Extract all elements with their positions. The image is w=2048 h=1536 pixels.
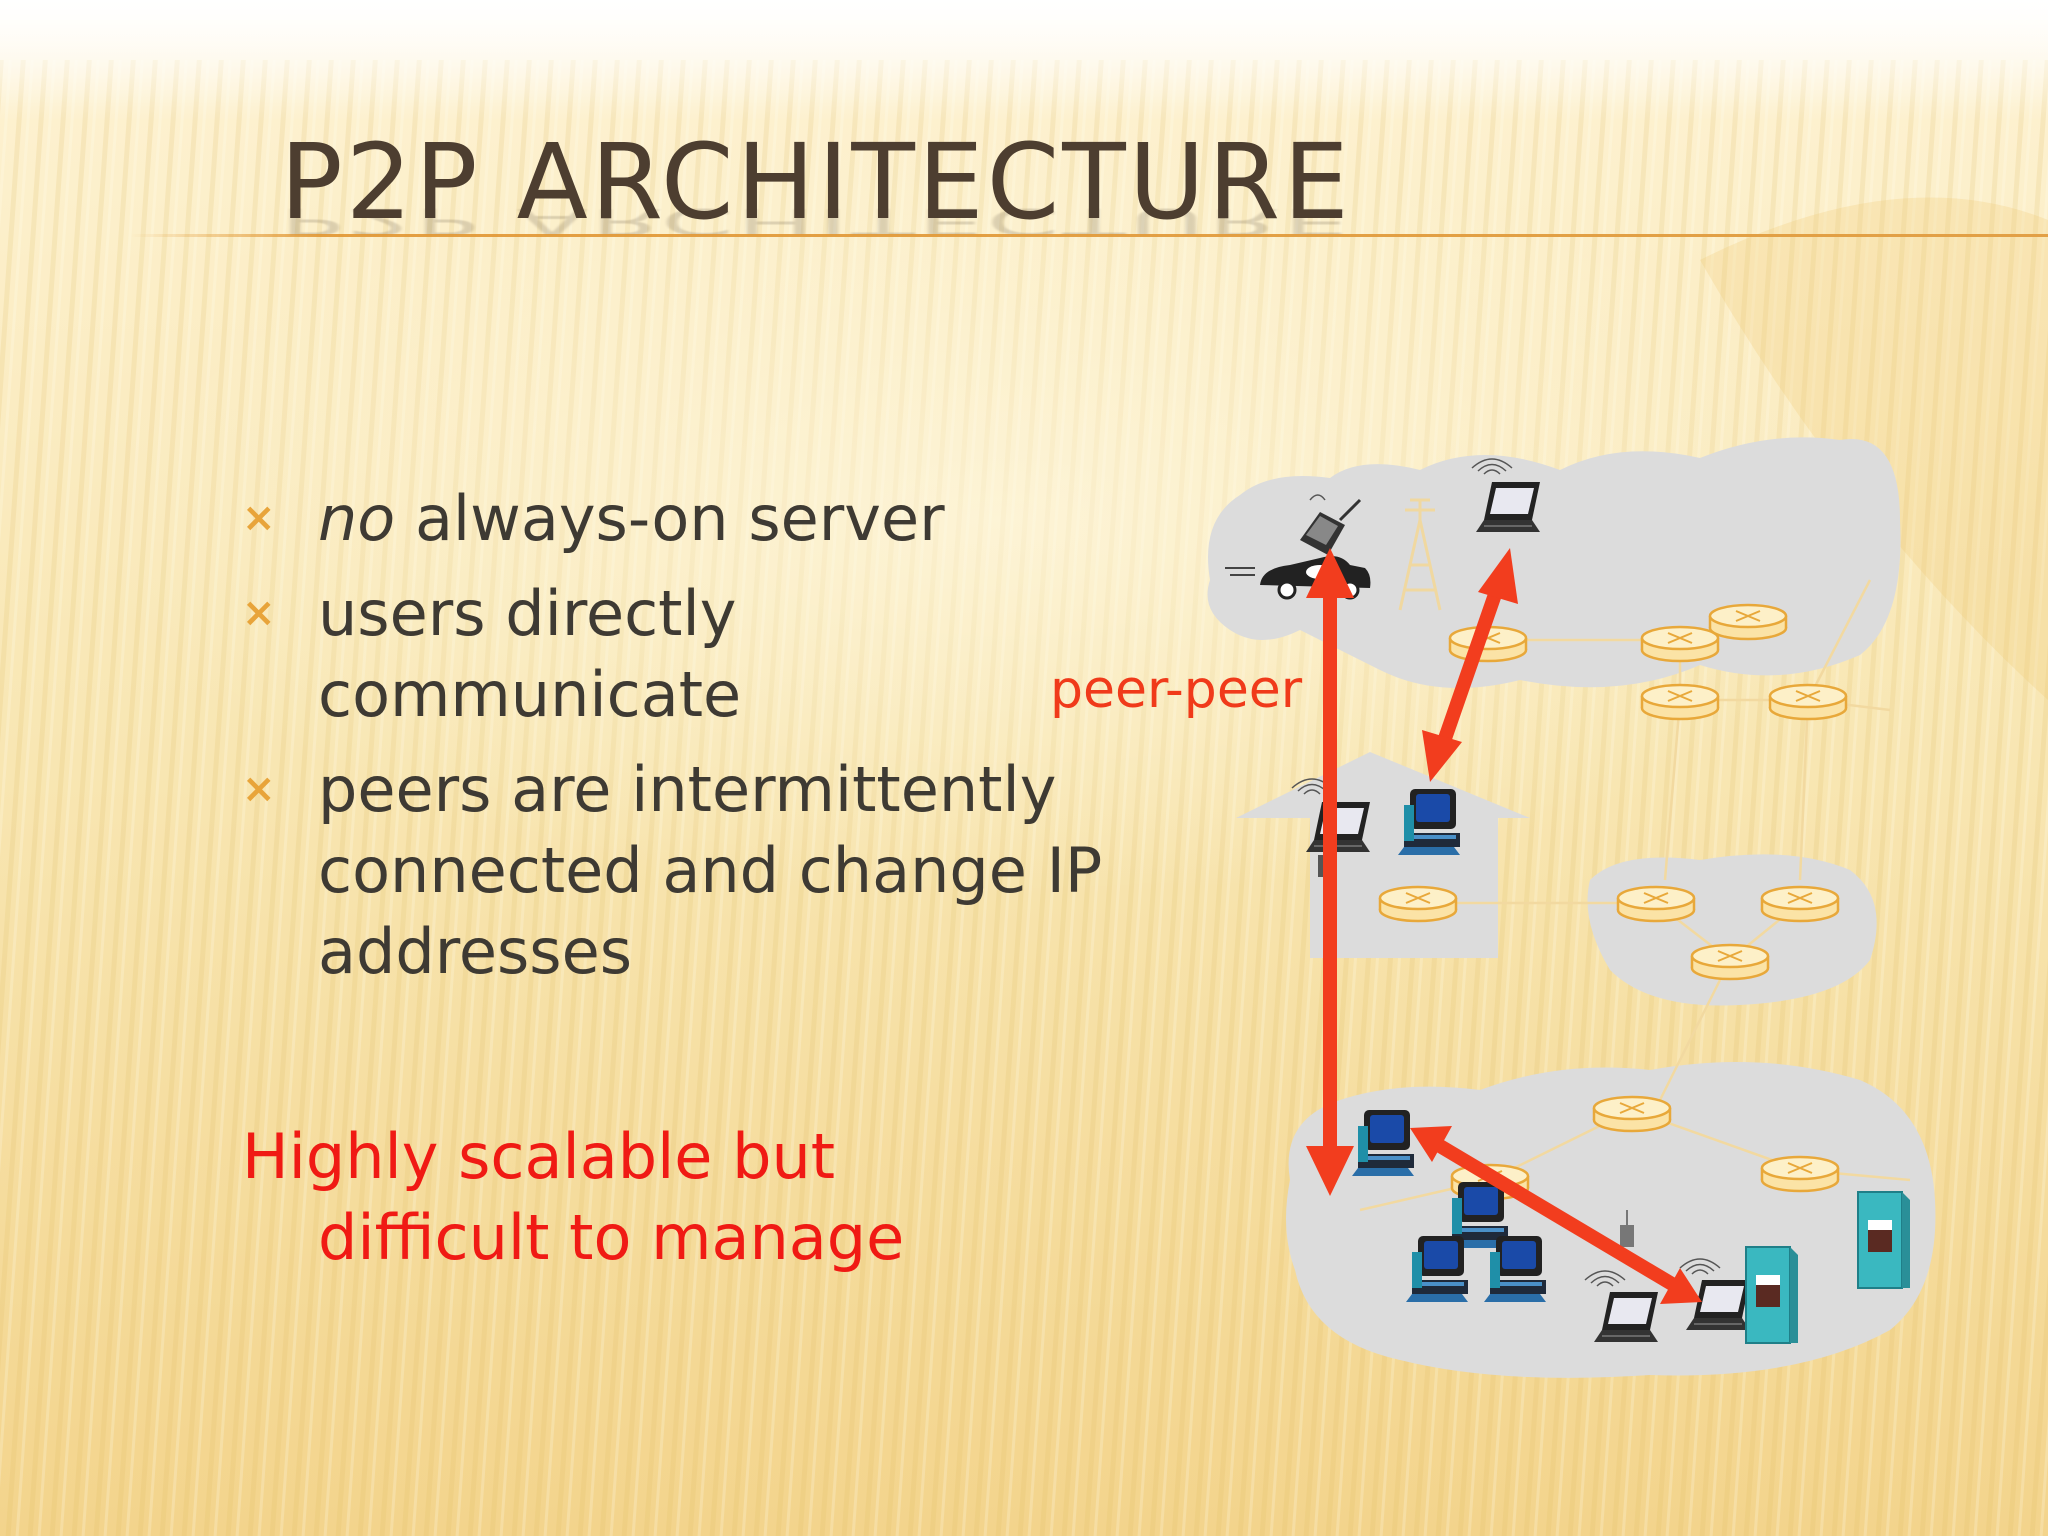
- isp-cloud: [1588, 854, 1877, 1005]
- router-icon: [1762, 887, 1838, 921]
- router-icon: [1710, 605, 1786, 639]
- router-icon: [1770, 685, 1846, 719]
- router-icon: [1642, 685, 1718, 719]
- router-icon: [1618, 887, 1694, 921]
- router-icon: [1692, 945, 1768, 979]
- peer-peer-label: peer-peer: [1050, 660, 1302, 720]
- router-icon: [1380, 887, 1456, 921]
- home-network-house: [1236, 752, 1530, 958]
- router-icon: [1762, 1157, 1838, 1191]
- router-icon: [1642, 627, 1718, 661]
- server-icon: [1746, 1247, 1798, 1343]
- server-icon: [1858, 1192, 1910, 1288]
- router-icon: [1594, 1097, 1670, 1131]
